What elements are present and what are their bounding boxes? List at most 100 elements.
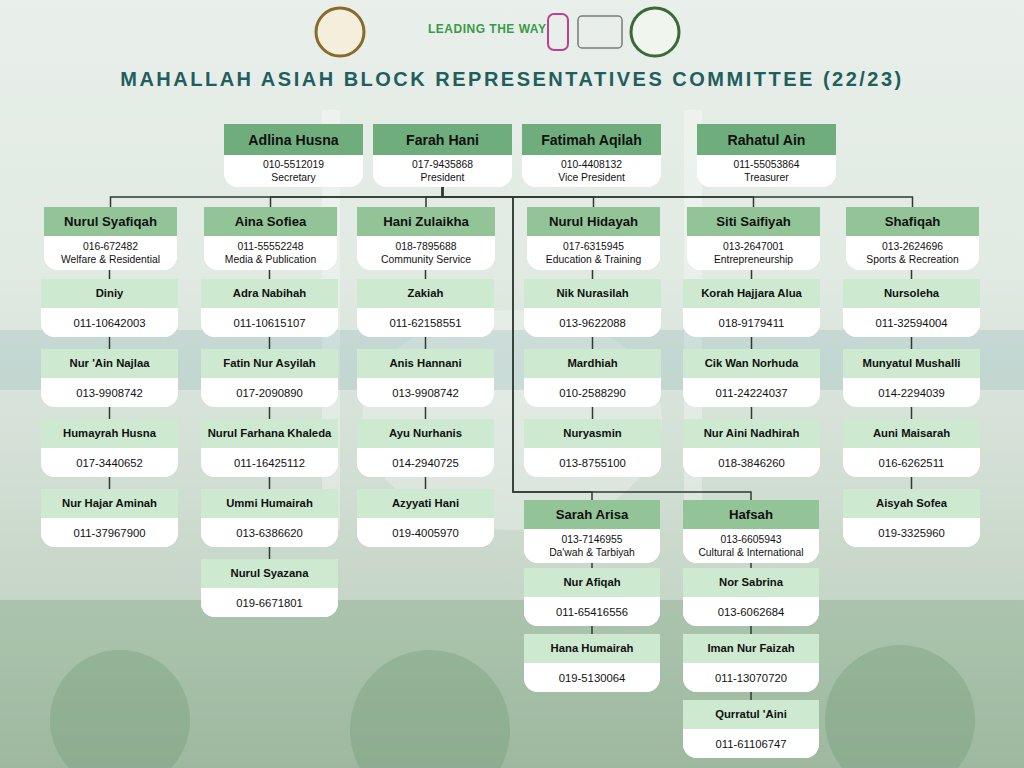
member-box: Zakiah 011-62158551 [357, 279, 494, 337]
person-name: Ummi Humairah [201, 496, 338, 511]
member-box: Diniy011-10642003 [41, 279, 178, 337]
box-body: 013-9622088 [524, 308, 661, 337]
org-connector [911, 337, 913, 349]
box-body: 010-5512019Secretary [224, 155, 363, 187]
box-header: Nurul Hidayah [527, 207, 660, 236]
phone-number: 013-2647001 [687, 240, 820, 253]
chart-title: MAHALLAH ASIAH BLOCK REPRESENTATIVES COM… [0, 68, 1024, 91]
tree [350, 650, 510, 768]
mahallah-logo [631, 8, 679, 56]
role-title: Treasurer [697, 171, 836, 184]
box-body: 019-4005970 [357, 518, 494, 547]
person-name: Nur Hajar Aminah [41, 496, 178, 511]
role-title: Entrepreneurship [687, 253, 820, 266]
org-connector [269, 547, 271, 559]
box-header: Auni Maisarah [843, 419, 980, 448]
box-header: Zakiah [357, 279, 494, 308]
person-name: Nik Nurasilah [524, 286, 661, 301]
phone-number: 010-5512019 [224, 158, 363, 171]
phone-number: 011-55053864 [697, 158, 836, 171]
member-box: Aisyah Sofea019-3325960 [843, 489, 980, 547]
org-connector [109, 270, 111, 279]
phone-number: 016-672482 [44, 240, 177, 253]
person-name: Korah Hajjara Alua [683, 286, 820, 301]
member-box: Hana Humairah019-5130064 [524, 634, 660, 692]
org-connector [271, 187, 443, 207]
org-connector [425, 407, 427, 419]
box-header: Korah Hajjara Alua [683, 279, 820, 308]
member-box: Munyatul Mushalli 014-2294039 [843, 349, 980, 407]
person-name: Sarah Arisa [524, 506, 660, 523]
phone-number: 014-2294039 [843, 386, 980, 400]
org-connector [592, 337, 594, 349]
box-header: Nurul Syazana [201, 559, 338, 588]
phone-number: 011-55552248 [204, 240, 337, 253]
phone-number: 011-62158551 [357, 316, 494, 330]
org-connector [109, 407, 111, 419]
bureau-head-box: Sarah Arisa 013-7146955Da'wah & Tarbiyah [524, 500, 660, 563]
member-box: Ayu Nurhanis 014-2940725 [357, 419, 494, 477]
box-header: Aina Sofiea [204, 207, 337, 236]
person-name: Nurul Hidayah [527, 213, 660, 230]
org-connector [911, 270, 913, 279]
box-body: 011-55552248Media & Publication [204, 236, 337, 270]
box-header: Adra Nabihah [201, 279, 338, 308]
person-name: Ayu Nurhanis [357, 426, 494, 441]
member-box: Nurul Farhana Khaleda011-16425112 [201, 419, 338, 477]
org-connector [751, 407, 753, 419]
phone-number: 013-9622088 [524, 316, 661, 330]
box-header: Diniy [41, 279, 178, 308]
org-connector [751, 337, 753, 349]
person-name: Hafsah [683, 506, 819, 523]
box-header: Mardhiah [524, 349, 661, 378]
role-title: Secretary [224, 171, 363, 184]
phone-number: 013-7146955 [524, 533, 660, 546]
box-body: 018-7895688Community Service [357, 236, 495, 270]
person-name: Nur 'Ain Najlaa [41, 356, 178, 371]
box-header: Nurul Farhana Khaleda [201, 419, 338, 448]
person-name: Diniy [41, 286, 178, 301]
role-title: Da'wah & Tarbiyah [524, 546, 660, 559]
member-box: Nursoleha011-32594004 [843, 279, 980, 337]
box-body: 011-65416556 [524, 597, 660, 626]
box-body: 014-2294039 [843, 378, 980, 407]
phone-number: 017-6315945 [527, 240, 660, 253]
member-box: Nor Sabrina013-6062684 [683, 568, 819, 626]
member-box: Qurratul 'Aini 011-61106747 [683, 700, 819, 758]
box-body: 017-3440652 [41, 448, 178, 477]
org-connector [426, 187, 443, 207]
member-box: Korah Hajjara Alua 018-9179411 [683, 279, 820, 337]
org-connector [592, 270, 594, 279]
box-header: Nur Aini Nadhirah [683, 419, 820, 448]
phone-number: 018-9179411 [683, 316, 820, 330]
person-name: Iman Nur Faizah [683, 641, 819, 656]
member-box: Nurul Syazana019-6671801 [201, 559, 338, 617]
box-body: 013-9908742 [41, 378, 178, 407]
person-name: Nursoleha [843, 286, 980, 301]
org-connector [269, 407, 271, 419]
officer-box: Farah Hani017-9435868President [373, 124, 512, 187]
phone-number: 011-10615107 [201, 316, 338, 330]
box-body: 013-2647001Entrepreneurship [687, 236, 820, 270]
logo-text: LEADING THE WAY [428, 22, 546, 36]
phone-number: 013-8755100 [524, 456, 661, 470]
bureau-head-box: Hani Zulaikha018-7895688Community Servic… [357, 207, 495, 270]
box-body: 011-61106747 [683, 729, 819, 758]
org-connector [425, 270, 427, 279]
member-box: Ummi Humairah013-6386620 [201, 489, 338, 547]
person-name: Azyyati Hani [357, 496, 494, 511]
person-name: Qurratul 'Aini [683, 707, 819, 722]
officer-box: Rahatul Ain011-55053864Treasurer [697, 124, 836, 187]
person-name: Munyatul Mushalli [843, 356, 980, 371]
role-title: Sports & Recreation [846, 253, 979, 266]
person-name: Nurul Syazana [201, 566, 338, 581]
box-body: 013-7146955Da'wah & Tarbiyah [524, 529, 660, 563]
org-connector [269, 337, 271, 349]
box-header: Cik Wan Norhuda [683, 349, 820, 378]
person-name: Nur Afiqah [524, 575, 660, 590]
box-body: 017-9435868President [373, 155, 512, 187]
box-body: 014-2940725 [357, 448, 494, 477]
box-header: Fatin Nur Asyilah [201, 349, 338, 378]
org-connector [911, 407, 913, 419]
box-body: 013-6605943Cultural & International [683, 529, 819, 563]
